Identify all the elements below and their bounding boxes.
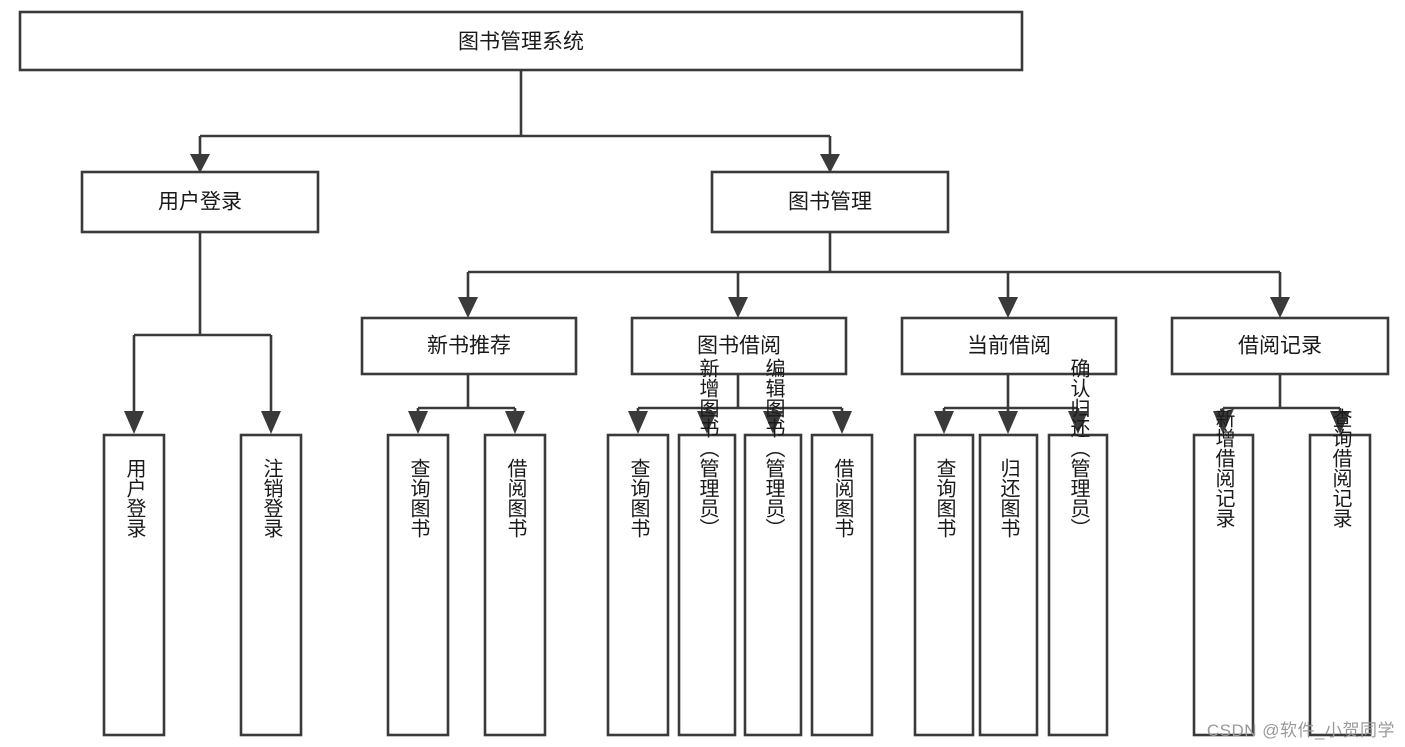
leaf-borrow-books-recommend-label: 借阅图书 (504, 458, 527, 538)
watermark: CSDN @软件_小贺同学 (1206, 721, 1395, 740)
connector-group-book-management-to-level3 (458, 232, 1290, 318)
arrow-edit-book-admin (763, 411, 783, 434)
leaf-return-books[interactable]: 归还图书 (978, 433, 1039, 737)
node-book-borrowing-rect[interactable] (630, 316, 848, 376)
node-new-book-recommendation[interactable]: 新书推荐 (360, 316, 578, 376)
leaf-query-books-current-rect[interactable] (913, 433, 975, 737)
leaf-query-borrow-record-label: 查询借阅记录 (1329, 408, 1352, 528)
leaf-query-books-borrowing-label: 查询图书 (627, 458, 650, 538)
leaf-query-books-current[interactable]: 查询图书 (913, 433, 975, 737)
node-book-management-rect[interactable] (710, 170, 950, 234)
arrow-borrow-books-borrowing (832, 411, 852, 434)
leaf-query-books-recommend[interactable]: 查询图书 (386, 433, 450, 737)
connector-group-user-login-to-leaves (124, 232, 281, 434)
leaf-query-books-borrowing[interactable]: 查询图书 (606, 433, 670, 737)
arrow-book-borrowing (728, 297, 748, 318)
node-book-management[interactable]: 图书管理 (710, 170, 950, 234)
leaf-logout-rect[interactable] (239, 433, 303, 737)
arrow-user-login (190, 154, 210, 173)
leaf-logout-label: 注销登录 (260, 458, 283, 538)
node-borrow-records-rect[interactable] (1170, 316, 1390, 376)
leaf-add-book-admin[interactable]: 新增图书（管理员） (677, 358, 737, 737)
node-current-borrowing-label: 当前借阅 (967, 335, 1051, 358)
leaf-return-books-rect[interactable] (978, 433, 1039, 737)
leaf-add-borrow-record[interactable]: 新增借阅记录 (1192, 408, 1255, 737)
leaf-query-books-recommend-rect[interactable] (386, 433, 450, 737)
leaf-query-borrow-record-rect[interactable] (1308, 433, 1372, 737)
node-new-book-rect[interactable] (360, 316, 578, 376)
leaf-borrow-books-recommend-rect[interactable] (483, 433, 547, 737)
arrow-add-borrow-record (1213, 411, 1233, 434)
leaf-user-login-rect[interactable] (102, 433, 166, 737)
node-borrow-records[interactable]: 借阅记录 (1170, 316, 1390, 376)
leaf-add-borrow-record-label: 新增借阅记录 (1212, 408, 1235, 528)
leaf-borrow-books-borrowing[interactable]: 借阅图书 (810, 433, 874, 737)
leaf-query-borrow-record[interactable]: 查询借阅记录 (1308, 408, 1372, 737)
node-root-rect[interactable] (18, 10, 1024, 72)
node-user-login[interactable]: 用户登录 (80, 170, 320, 234)
node-current-borrowing[interactable]: 当前借阅 (900, 316, 1118, 376)
leaf-borrow-books-recommend[interactable]: 借阅图书 (483, 433, 547, 737)
arrow-leaf-logout (261, 411, 281, 434)
node-book-management-label: 图书管理 (788, 191, 872, 214)
leaf-user-login-label: 用户登录 (123, 458, 146, 538)
arrow-query-books-current (934, 411, 954, 434)
leaf-add-borrow-record-rect[interactable] (1192, 433, 1255, 737)
connector-group-book-borrowing-to-leaves (628, 374, 852, 434)
node-root-library-management-system[interactable]: 图书管理系统 (18, 10, 1024, 72)
arrow-leaf-user-login (124, 411, 144, 434)
node-book-borrowing-label: 图书借阅 (697, 335, 781, 358)
leaf-confirm-return-admin[interactable]: 确认归还（管理员） (1047, 358, 1109, 737)
arrow-book-management (820, 154, 840, 173)
leaf-add-book-admin-rect[interactable] (677, 433, 737, 737)
leaf-borrow-books-borrowing-rect[interactable] (810, 433, 874, 737)
leaf-logout[interactable]: 注销登录 (239, 433, 303, 737)
arrow-return-books (998, 411, 1018, 434)
leaf-edit-book-admin[interactable]: 编辑图书（管理员） (743, 358, 803, 737)
node-user-login-rect[interactable] (80, 170, 320, 234)
leaf-add-book-admin-label: 新增图书（管理员） (696, 358, 719, 538)
connector-group-new-book-to-leaves (408, 374, 525, 434)
leaf-edit-book-admin-rect[interactable] (743, 433, 803, 737)
leaf-user-login[interactable]: 用户登录 (102, 433, 166, 737)
connector-group-root-to-level2 (190, 70, 840, 173)
node-borrow-records-label: 借阅记录 (1238, 335, 1322, 358)
node-root-label: 图书管理系统 (458, 31, 584, 54)
arrow-current-borrowing (998, 297, 1018, 318)
arrow-query-books-recommend (408, 411, 428, 434)
leaf-query-books-current-label: 查询图书 (933, 458, 956, 538)
leaf-borrow-books-borrowing-label: 借阅图书 (831, 458, 854, 538)
node-user-login-label: 用户登录 (158, 191, 242, 214)
node-new-book-label: 新书推荐 (427, 335, 511, 358)
leaf-query-books-recommend-label: 查询图书 (407, 458, 430, 538)
node-current-borrowing-rect[interactable] (900, 316, 1118, 376)
leaf-edit-book-admin-label: 编辑图书（管理员） (762, 358, 785, 538)
connector-group-borrow-records-to-leaves (1213, 374, 1350, 434)
arrow-add-book-admin (697, 411, 717, 434)
arrow-borrow-records (1270, 297, 1290, 318)
arrow-confirm-return-admin (1068, 411, 1088, 434)
node-book-borrowing[interactable]: 图书借阅 (630, 316, 848, 376)
arrow-new-book (458, 297, 478, 318)
leaf-confirm-return-admin-rect[interactable] (1047, 433, 1109, 737)
leaf-confirm-return-admin-label: 确认归还（管理员） (1067, 358, 1090, 538)
arrow-query-books-borrowing (628, 411, 648, 434)
leaf-return-books-label: 归还图书 (997, 458, 1020, 538)
arrow-query-borrow-record (1330, 411, 1350, 434)
arrow-borrow-books-recommend (505, 411, 525, 434)
leaf-query-books-borrowing-rect[interactable] (606, 433, 670, 737)
connector-group-current-borrowing-to-leaves (934, 374, 1088, 434)
